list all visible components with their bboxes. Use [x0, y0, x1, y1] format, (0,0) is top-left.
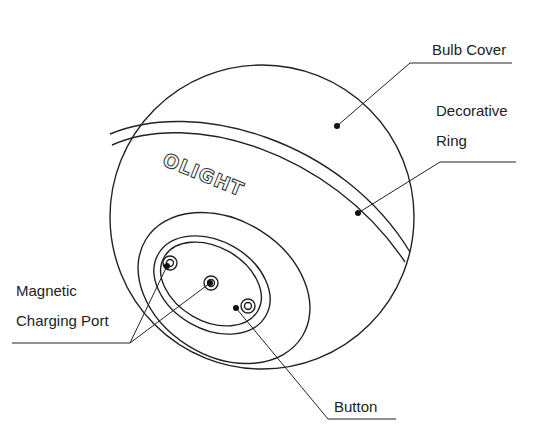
part-label: Bulb Cover — [432, 41, 522, 59]
part-label: Magnetic Charging Port — [16, 276, 128, 336]
leader-dots — [164, 123, 361, 311]
part-label: Button — [334, 398, 414, 416]
part-label: Decorative Ring — [436, 96, 518, 156]
